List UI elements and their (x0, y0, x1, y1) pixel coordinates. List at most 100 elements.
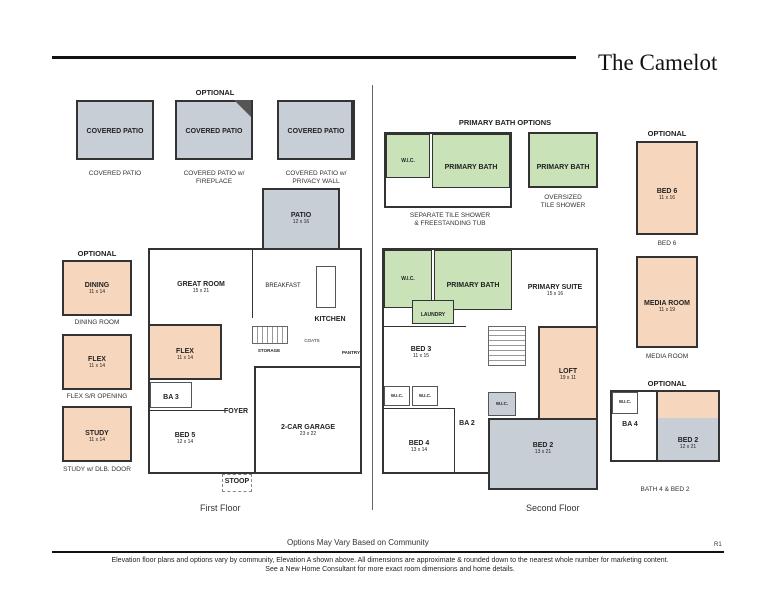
patio-option-c-caption: COVERED PATIO w/ PRIVACY WALL (285, 170, 347, 185)
great-room-name: GREAT ROOM (177, 281, 225, 288)
bed3-name: BED 3 (410, 346, 432, 353)
bath-option-a-wic (386, 134, 430, 178)
bed2-room (488, 418, 598, 490)
bed4-label: BED 4 13 x 14 (384, 440, 454, 453)
vary-note: Options May Vary Based on Community (287, 538, 429, 547)
bath-option-a-bath (432, 134, 510, 188)
option-dining-dim: 11 x 14 (88, 289, 106, 295)
foyer-label: FOYER (223, 408, 249, 415)
patio-option-b-caption: COVERED PATIO w/ FIREPLACE (183, 170, 245, 185)
bath4-bed2-dim: 12 x 21 (679, 444, 697, 450)
patio-option-b-label: COVERED PATIO (185, 128, 243, 135)
wall-bed3 (382, 326, 466, 327)
ba2-label: BA 2 (459, 420, 475, 427)
garage-room (254, 366, 362, 474)
bed6-room (636, 141, 698, 235)
wall-bed4 (382, 408, 454, 409)
option-study-label: STUDY 11 x 14 (62, 430, 132, 443)
kitchen-label: KITCHEN (314, 316, 346, 323)
side-optional-header: OPTIONAL (77, 249, 117, 258)
great-room-dim: 15 x 21 (192, 288, 210, 294)
bed2-label: BED 2 13 x 21 (488, 442, 598, 455)
loft-label: LOFT 19 x 11 (538, 368, 598, 381)
stairs-first (252, 326, 288, 344)
bed2-dim: 13 x 21 (534, 449, 552, 455)
option-study (62, 406, 132, 462)
bath-option-a-wic-label: W.I.C. (401, 158, 415, 164)
revision-label: R1 (714, 542, 722, 548)
right-optional-header: OPTIONAL (647, 129, 687, 138)
loft-dim: 19 x 11 (559, 375, 577, 381)
bath-option-b-label: PRIMARY BATH (536, 164, 590, 171)
media-room-name: MEDIA ROOM (643, 300, 691, 307)
bed5-name: BED 5 (174, 432, 196, 439)
bath-option-a-caption: SEPARATE TILE SHOWER & FREESTANDING TUB (409, 212, 491, 227)
wic-a-room (384, 386, 410, 406)
flex-room (148, 324, 222, 380)
patio-room-dim: 12 x 16 (292, 219, 310, 225)
media-room-label: MEDIA ROOM 11 x 19 (636, 300, 698, 313)
laundry-label: LAUNDRY (420, 312, 446, 318)
bath4-bed2-room (656, 416, 720, 462)
option-flex-name: FLEX (88, 356, 106, 363)
patio-option-c-label: COVERED PATIO (287, 128, 345, 135)
option-flex-dim: 11 x 14 (88, 363, 106, 369)
bed5-dim: 12 x 14 (176, 439, 194, 445)
wic-label: W.I.C. (401, 276, 415, 282)
wall-bed5 (148, 410, 226, 411)
wall-bed4-side (454, 408, 455, 474)
floor-divider (372, 85, 373, 510)
bath4-bed2-label: BED 2 12 x 21 (656, 437, 720, 450)
wic-room (384, 250, 432, 308)
patio-room-name: PATIO (290, 212, 312, 219)
disclaimer-line-1: Elevation floor plans and options vary b… (111, 557, 669, 564)
loft-name: LOFT (558, 368, 578, 375)
flex-room-name: FLEX (176, 348, 194, 355)
flex-room-label: FLEX 11 x 14 (148, 348, 222, 361)
wic-c-label: W.I.C. (495, 401, 509, 406)
option-study-dim: 11 x 14 (88, 437, 106, 443)
bed5-label: BED 5 12 x 14 (148, 432, 222, 445)
patio-optional-header: OPTIONAL (195, 88, 235, 97)
primary-suite-dim: 15 x 16 (546, 291, 564, 297)
option-study-name: STUDY (85, 430, 109, 437)
patio-option-a-label: COVERED PATIO (86, 128, 144, 135)
primary-bath-label: PRIMARY BATH (446, 282, 500, 289)
bed6-dim: 11 x 16 (658, 195, 676, 201)
bath4-wic (612, 392, 638, 414)
option-flex (62, 334, 132, 390)
wic-b-room (412, 386, 438, 406)
garage-name: 2-CAR GARAGE (280, 424, 336, 431)
patio-option-a-caption: COVERED PATIO (88, 170, 142, 177)
option-flex-label: FLEX 11 x 14 (62, 356, 132, 369)
bath-options-header: PRIMARY BATH OPTIONS (458, 118, 552, 127)
bed3-label: BED 3 11 x 15 (384, 346, 458, 359)
bath4-bed2-name: BED 2 (677, 437, 699, 444)
option-dining-name: DINING (84, 282, 110, 289)
bed6-label: BED 6 11 x 16 (636, 188, 698, 201)
bed6-name: BED 6 (656, 188, 678, 195)
patio-option-a (76, 100, 154, 160)
stoop (222, 474, 252, 492)
garage-dim: 23 x 22 (299, 431, 317, 437)
header-rule (52, 56, 576, 59)
wic-a-label: W.I.C. (390, 393, 404, 398)
disclaimer-line-2: See a New Home Consultant for more exact… (265, 566, 515, 573)
ba3-label: BA 3 (163, 394, 179, 401)
bath-option-b (528, 132, 598, 188)
primary-suite-name: PRIMARY SUITE (527, 284, 583, 291)
pantry-label: PANTRY (342, 350, 360, 355)
bath4-bed2-upper (656, 390, 720, 418)
wall-great-breakfast (252, 248, 253, 318)
wic-b-label: W.I.C. (418, 393, 432, 398)
coats-label: COATS (304, 338, 320, 343)
bed6-caption: BED 6 (657, 240, 677, 247)
great-room-label: GREAT ROOM 15 x 21 (150, 281, 252, 294)
option-flex-caption: FLEX S/R OPENING (66, 393, 128, 400)
patio-option-c (277, 100, 355, 160)
second-floor-label: Second Floor (526, 503, 580, 513)
bed3-dim: 11 x 15 (412, 353, 430, 359)
primary-suite-label: PRIMARY SUITE 15 x 16 (512, 284, 598, 297)
laundry-room (412, 300, 454, 324)
bed4-name: BED 4 (408, 440, 430, 447)
